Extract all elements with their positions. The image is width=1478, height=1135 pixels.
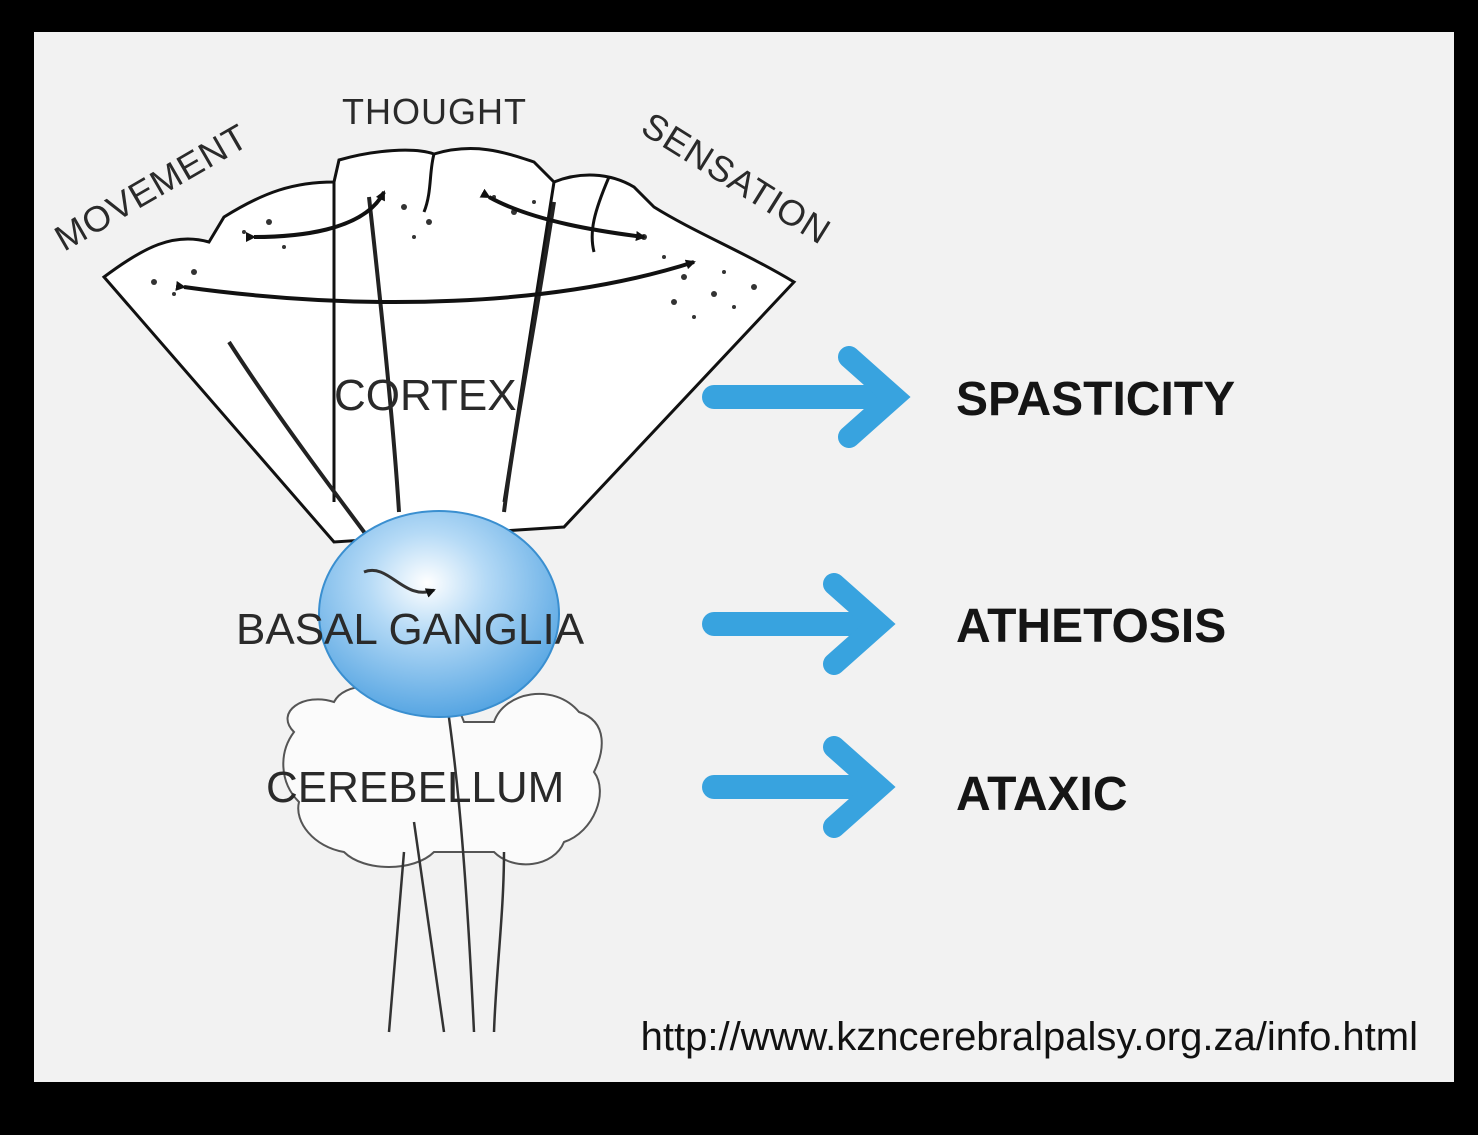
source-url-text: http://www.kzncerebralpalsy.org.za/info.…	[641, 1015, 1418, 1060]
spasticity-label: SPASTICITY	[956, 373, 1235, 426]
brain-diagram: MOVEMENT THOUGHT SENSATION CORTEX BASAL …	[34, 32, 1454, 1082]
thought-label: THOUGHT	[342, 91, 527, 132]
cortex-arrow	[714, 357, 894, 437]
cerebellum-arrow	[714, 747, 879, 827]
basal-ganglia-arrow	[714, 584, 879, 664]
diagram-frame: MOVEMENT THOUGHT SENSATION CORTEX BASAL …	[34, 32, 1454, 1082]
cerebellum-label: CEREBELLUM	[266, 763, 564, 812]
basal-ganglia-label: BASAL GANGLIA	[236, 605, 585, 654]
cortex-wedge	[104, 149, 794, 542]
cortex-label: CORTEX	[334, 371, 517, 420]
ataxic-label: ATAXIC	[956, 768, 1128, 821]
athetosis-label: ATHETOSIS	[956, 600, 1226, 653]
